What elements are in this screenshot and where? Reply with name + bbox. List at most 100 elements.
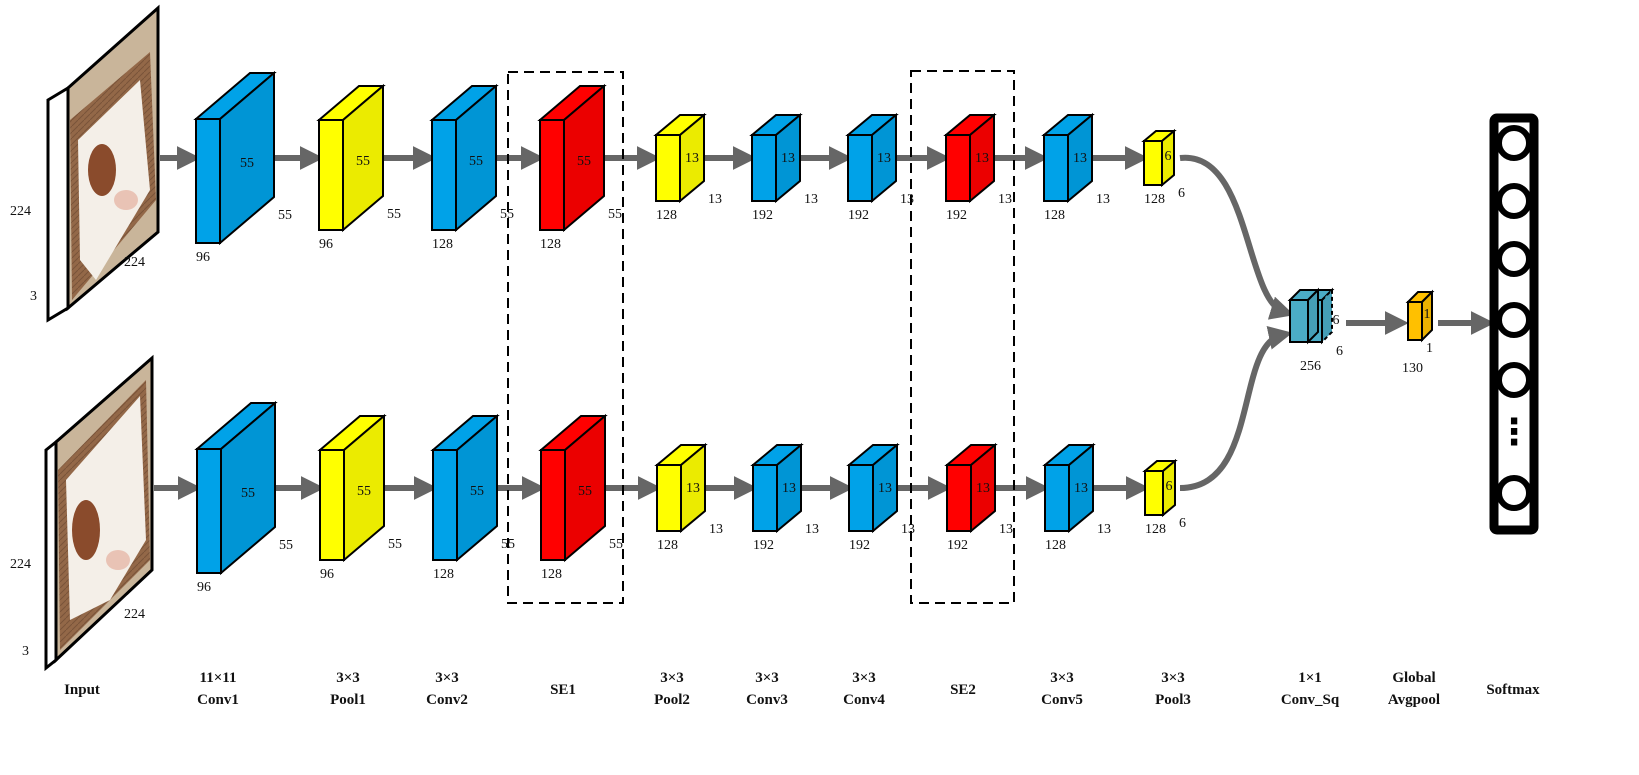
input-height-label-top: 224 (10, 204, 31, 219)
block-top-0-conv-depth-label: 96 (196, 250, 210, 265)
caption-6-line1: 3×3 (755, 670, 779, 686)
caption-4-line1: SE1 (550, 682, 576, 698)
caption-11-line2: Conv_Sq (1281, 692, 1340, 708)
conv-sq-block-depth-label: 256 (1300, 359, 1321, 374)
block-bottom-3-se-spatial-label: 55 (578, 484, 592, 499)
block-bottom-6-conv-spatial-label: 13 (878, 481, 892, 496)
block-top-1-pool-width-label: 55 (387, 207, 401, 222)
block-bottom-8-conv-spatial-label: 13 (1074, 481, 1088, 496)
caption-7-line1: 3×3 (852, 670, 876, 686)
layer-captions: Input11×11Conv13×3Pool13×3Conv2SE13×3Poo… (64, 670, 1540, 708)
caption-11-line1: 1×1 (1298, 670, 1322, 686)
caption-1-line1: 11×11 (200, 670, 237, 686)
caption-5-line2: Pool2 (654, 692, 690, 708)
block-bottom-9-pool-width-label: 6 (1179, 516, 1186, 531)
block-top-3-se-front-face (539, 119, 565, 231)
caption-8-line1: SE2 (950, 682, 976, 698)
block-bottom-2-conv-depth-label: 128 (433, 567, 454, 582)
merge-curve-bottom (1179, 326, 1293, 491)
block-bottom-1-pool-front-face (319, 449, 345, 561)
se2-highlight-box (910, 70, 1015, 604)
input-channels-label-bottom: 3 (22, 644, 29, 659)
block-bottom-7-se-depth-label: 192 (947, 538, 968, 553)
block-top-6-conv-depth-label: 192 (848, 208, 869, 223)
block-top-5-conv-spatial-label: 13 (781, 151, 795, 166)
block-top-2-conv-spatial-label: 55 (469, 154, 483, 169)
block-bottom-2-conv-width-label: 55 (501, 537, 515, 552)
block-bottom-2-conv-front-face (432, 449, 458, 561)
block-bottom-5-conv-depth-label: 192 (753, 538, 774, 553)
caption-13-line1: Softmax (1486, 682, 1540, 698)
caption-6-line2: Conv3 (746, 692, 788, 708)
block-top-9-pool-front-face (1143, 140, 1163, 186)
softmax-output: ⋮ (1489, 113, 1539, 535)
block-top-8-conv-width-label: 13 (1096, 192, 1110, 207)
conv-sq-block-back-side-face (1321, 287, 1333, 345)
block-bottom-8-conv-front-face (1044, 464, 1070, 532)
conv-sq-block-spatial-label: 6 (1333, 313, 1340, 328)
block-bottom-9-pool-depth-label: 128 (1145, 522, 1166, 537)
block-top-4-pool-depth-label: 128 (656, 208, 677, 223)
conv-sq-block-side-face (1307, 287, 1319, 345)
softmax-node (1496, 302, 1532, 338)
input-width-label-bottom: 224 (124, 607, 145, 622)
conv-sq-block-width-label: 6 (1336, 344, 1343, 359)
block-bottom-4-pool-width-label: 13 (709, 522, 723, 537)
block-top-6-conv-front-face (847, 134, 873, 202)
block-bottom-8-conv-width-label: 13 (1097, 522, 1111, 537)
input-channels-label-top: 3 (30, 289, 37, 304)
block-top-0-conv-front-face (195, 118, 221, 244)
block-bottom-9-pool-spatial-label: 6 (1166, 479, 1173, 494)
block-top-8-conv-depth-label: 128 (1044, 208, 1065, 223)
block-bottom-8-conv-depth-label: 128 (1045, 538, 1066, 553)
softmax-node (1496, 241, 1532, 277)
block-top-9-pool-depth-label: 128 (1144, 192, 1165, 207)
se1-highlight-box (507, 71, 624, 604)
block-top-7-se-depth-label: 192 (946, 208, 967, 223)
block-top-7-se-width-label: 13 (998, 192, 1012, 207)
block-bottom-1-pool-spatial-label: 55 (357, 484, 371, 499)
block-top-7-se-spatial-label: 13 (975, 151, 989, 166)
block-top-1-pool-spatial-label: 55 (356, 154, 370, 169)
block-bottom-6-conv-front-face (848, 464, 874, 532)
block-bottom-7-se-front-face (946, 464, 972, 532)
block-bottom-3-se-front-face (540, 449, 566, 561)
block-top-2-conv-front-face (431, 119, 457, 231)
block-top-2-conv-width-label: 55 (500, 207, 514, 222)
block-top-0-conv-spatial-label: 55 (240, 156, 254, 171)
block-top-3-se-width-label: 55 (608, 207, 622, 222)
block-top-8-conv-front-face (1043, 134, 1069, 202)
softmax-ellipsis: ⋮ (1496, 412, 1532, 453)
caption-1-line2: Conv1 (197, 692, 239, 708)
block-top-4-pool-spatial-label: 13 (685, 151, 699, 166)
block-top-7-se-front-face (945, 134, 971, 202)
block-bottom-6-conv-depth-label: 192 (849, 538, 870, 553)
block-top-9-pool-spatial-label: 6 (1165, 149, 1172, 164)
block-top-3-se-depth-label: 128 (540, 237, 561, 252)
block-top-1-pool: 55 55 96 (316, 83, 401, 252)
block-bottom-0-conv-depth-label: 96 (197, 580, 211, 595)
block-bottom-7-se-spatial-label: 13 (976, 481, 990, 496)
caption-10-line2: Pool3 (1155, 692, 1191, 708)
conv-sq-block: 6 6 256 (1287, 287, 1343, 374)
block-top-8-conv-spatial-label: 13 (1073, 151, 1087, 166)
softmax-node (1496, 362, 1532, 398)
caption-12-line1: Global (1392, 670, 1435, 686)
block-top-1-pool-front-face (318, 119, 344, 231)
block-bottom-3-se-width-label: 55 (609, 537, 623, 552)
block-top-5-conv-front-face (751, 134, 777, 202)
block-top-1-pool-depth-label: 96 (319, 237, 333, 252)
block-bottom-5-conv-spatial-label: 13 (782, 481, 796, 496)
block-bottom-3-se-depth-label: 128 (541, 567, 562, 582)
caption-7-line2: Conv4 (843, 692, 885, 708)
softmax-node (1496, 125, 1532, 161)
block-bottom-1-pool-depth-label: 96 (320, 567, 334, 582)
